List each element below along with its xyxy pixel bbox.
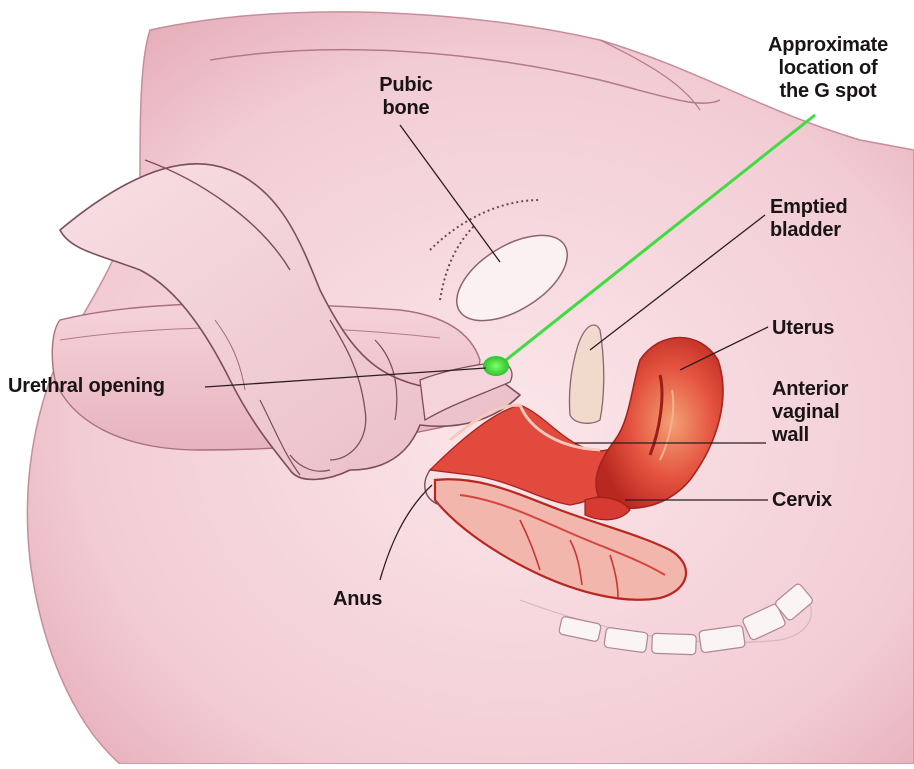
g-spot-marker [483,356,509,376]
label-urethral-opening: Urethral opening [8,375,165,398]
label-anterior-vaginal-wall: Anterior vaginal wall [772,378,848,447]
label-emptied-bladder: Emptied bladder [770,196,848,242]
label-anus: Anus [333,588,382,611]
label-g-spot: Approximate location of the G spot [740,34,914,103]
label-uterus: Uterus [772,317,834,340]
label-pubic-bone: Pubic bone [366,74,446,120]
label-cervix: Cervix [772,489,832,512]
